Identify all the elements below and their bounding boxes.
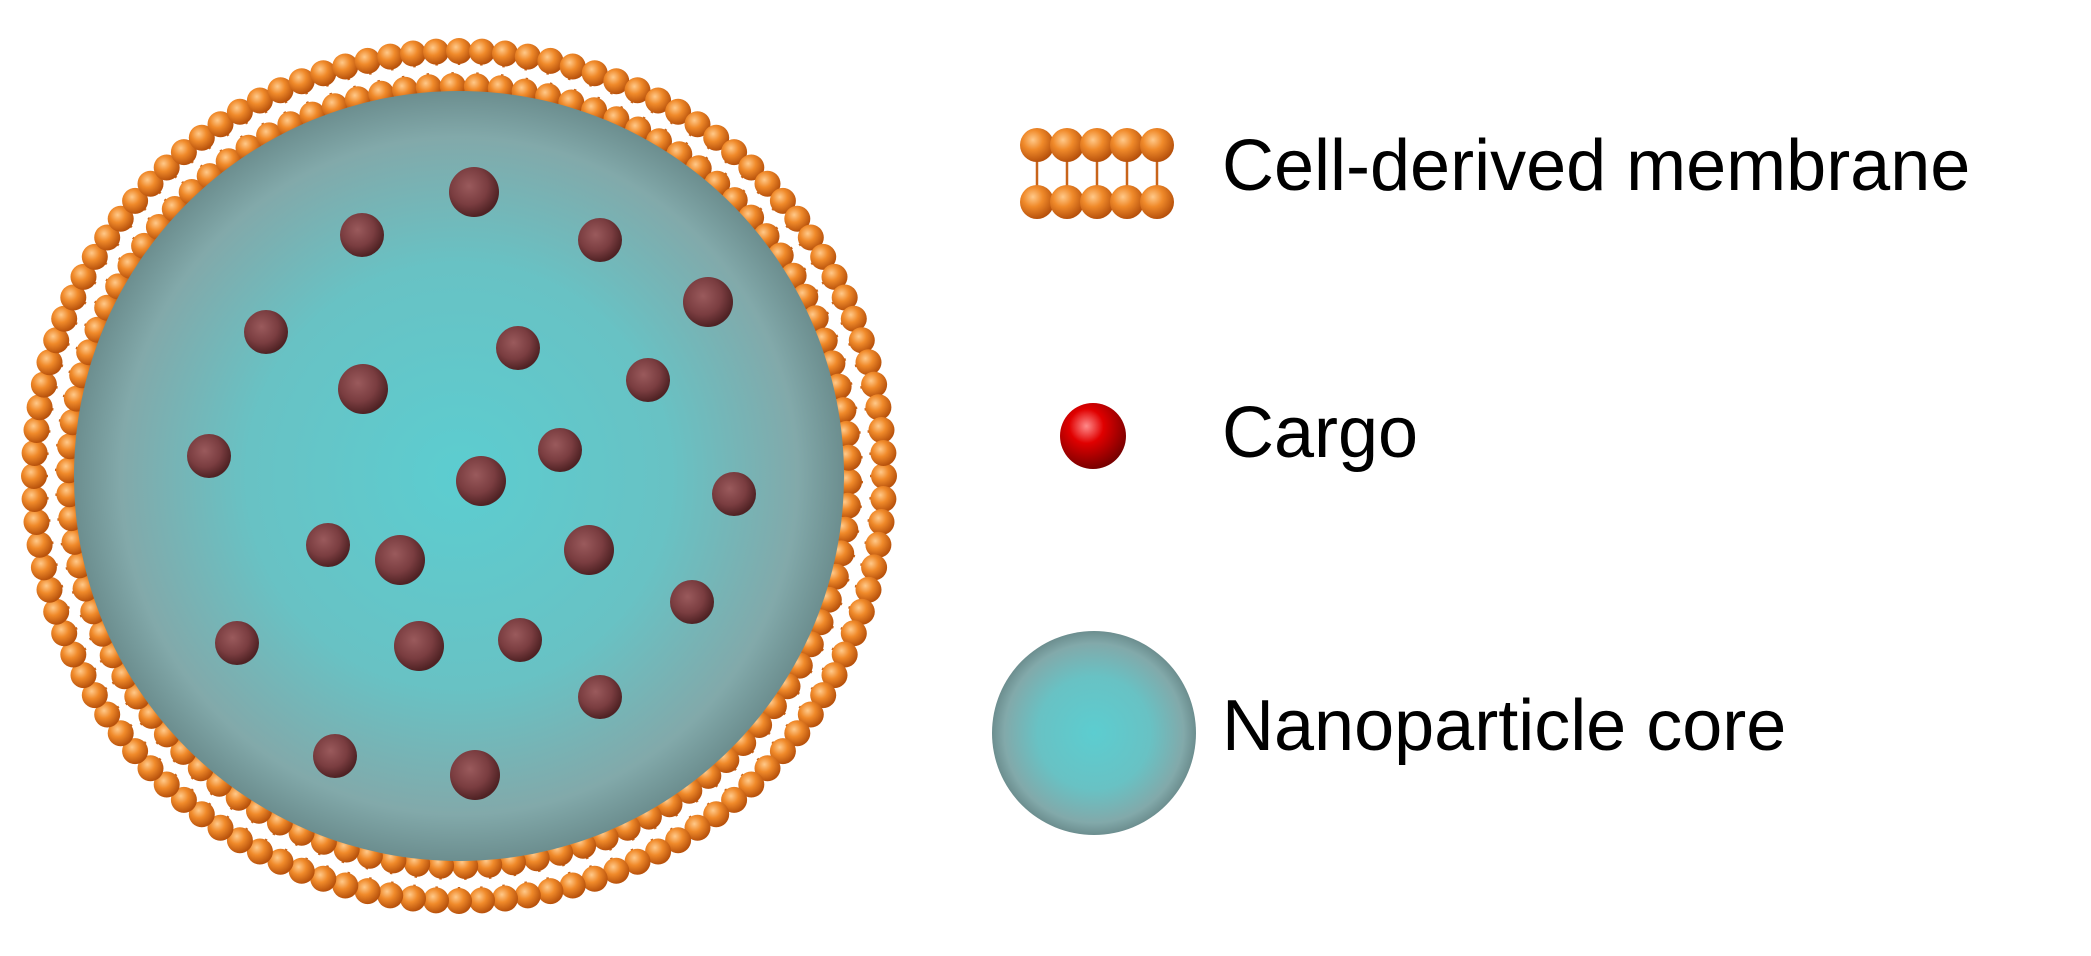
membrane-bead [582, 866, 608, 892]
cargo-particle [306, 523, 350, 567]
legend-membrane-bead [1110, 185, 1144, 219]
membrane-bead [21, 463, 47, 489]
legend-membrane-bead [1080, 185, 1114, 219]
membrane-bead [856, 577, 882, 603]
membrane-bead [22, 486, 48, 512]
membrane-bead [355, 48, 381, 74]
membrane-bead [865, 532, 891, 558]
cargo-particle [683, 277, 733, 327]
membrane-bead [423, 39, 449, 65]
cargo-particle [564, 525, 614, 575]
legend-membrane-bead [1140, 185, 1174, 219]
membrane-bead [446, 38, 472, 64]
cargo-particle [394, 621, 444, 671]
cargo-particle [375, 535, 425, 585]
cargo-particle [498, 618, 542, 662]
cargo-particle [578, 218, 622, 262]
legend-membrane-bead [1020, 128, 1054, 162]
membrane-bead [515, 882, 541, 908]
membrane-bead [869, 417, 895, 443]
cargo-particle [340, 213, 384, 257]
membrane-bead [310, 60, 336, 86]
cargo-particle [456, 456, 506, 506]
legend-cargo-icon [1060, 403, 1126, 469]
membrane-bead [856, 349, 882, 375]
legend-membrane-icon [1020, 128, 1174, 219]
membrane-bead [377, 882, 403, 908]
cargo-particle [450, 750, 500, 800]
membrane-bead [870, 440, 896, 466]
membrane-bead [400, 886, 426, 912]
cargo-particle [670, 580, 714, 624]
legend-core-label: Nanoparticle core [1222, 686, 1786, 766]
membrane-bead [469, 887, 495, 913]
cargo-particle [338, 364, 388, 414]
membrane-bead [515, 44, 541, 70]
membrane-bead [27, 394, 53, 420]
cargo-particle [244, 310, 288, 354]
membrane-bead [332, 873, 358, 899]
membrane-bead [537, 878, 563, 904]
membrane-bead [861, 372, 887, 398]
membrane-bead [24, 509, 50, 535]
legend-membrane-bead [1050, 128, 1084, 162]
membrane-bead [849, 327, 875, 353]
legend-membrane-label: Cell-derived membrane [1222, 126, 1970, 206]
cargo-particle [712, 472, 756, 516]
membrane-bead [865, 394, 891, 420]
membrane-bead [37, 349, 63, 375]
membrane-bead [861, 554, 887, 580]
membrane-bead [377, 44, 403, 70]
membrane-bead [871, 463, 897, 489]
legend-membrane-bead [1110, 128, 1144, 162]
legend-cargo-label: Cargo [1222, 393, 1418, 473]
membrane-bead [31, 372, 57, 398]
membrane-bead [24, 417, 50, 443]
membrane-bead [869, 509, 895, 535]
cargo-particle [313, 734, 357, 778]
legend-membrane-bead [1080, 128, 1114, 162]
membrane-bead [27, 532, 53, 558]
cargo-particle [215, 621, 259, 665]
cargo-particle [187, 434, 231, 478]
cargo-particle [496, 326, 540, 370]
membrane-bead [22, 440, 48, 466]
membrane-bead [446, 888, 472, 914]
membrane-bead [355, 878, 381, 904]
legend-membrane-bead [1020, 185, 1054, 219]
membrane-bead [870, 486, 896, 512]
cargo-particle [538, 428, 582, 472]
cargo-particle [578, 675, 622, 719]
membrane-bead [560, 54, 586, 80]
membrane-bead [332, 54, 358, 80]
membrane-bead [492, 886, 518, 912]
membrane-bead [43, 599, 69, 625]
membrane-bead [400, 41, 426, 67]
membrane-bead [492, 41, 518, 67]
membrane-bead [560, 873, 586, 899]
legend-membrane-bead [1050, 185, 1084, 219]
cargo-particle [449, 167, 499, 217]
legend: Cell-derived membrane Cargo Nanoparticle… [992, 126, 1970, 835]
membrane-bead [469, 39, 495, 65]
membrane-bead [31, 554, 57, 580]
membrane-bead [423, 887, 449, 913]
cargo-particle [626, 358, 670, 402]
legend-membrane-bead [1140, 128, 1174, 162]
membrane-bead [537, 48, 563, 74]
nanoparticle [21, 38, 897, 914]
membrane-bead [37, 577, 63, 603]
legend-core-icon [992, 631, 1196, 835]
